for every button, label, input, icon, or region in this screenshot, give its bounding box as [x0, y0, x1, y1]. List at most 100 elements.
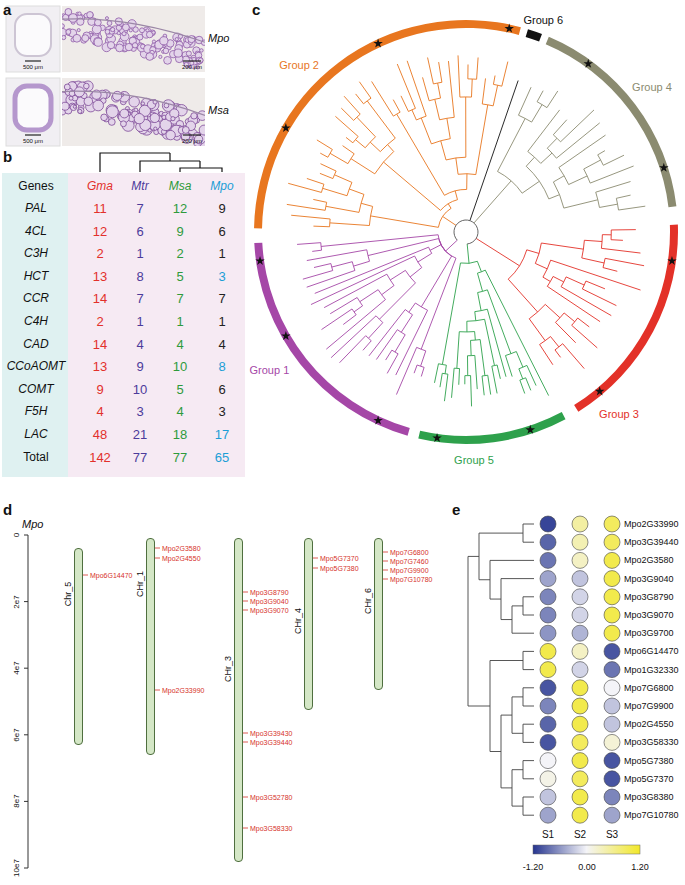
gene-leader: [83, 575, 88, 576]
tree-branch: [445, 365, 446, 374]
heatmap-cell: [540, 716, 556, 732]
tree-branch: [543, 277, 550, 281]
position-axis: [28, 535, 29, 868]
table-cell: 1: [218, 247, 225, 260]
plant-cell: [129, 97, 140, 108]
tree-branch: [535, 263, 547, 268]
group-ring: [254, 243, 409, 436]
table-cell: 14: [93, 337, 107, 350]
tree-branch: [502, 62, 508, 87]
gene-leader: [313, 558, 318, 559]
table-cell: 9: [96, 382, 103, 395]
table-cell: 6: [218, 382, 225, 395]
tree-branch: [527, 365, 536, 385]
tree-branch: [415, 303, 427, 310]
tree-branch: [354, 306, 363, 312]
tree-branch: [605, 258, 644, 265]
tree-branch: [393, 100, 400, 113]
tree-branch: [329, 219, 331, 227]
heatmap-cell: [604, 753, 620, 769]
tree-branch: [474, 181, 511, 223]
table-cell: 6: [218, 224, 225, 237]
group-ring: [254, 20, 521, 228]
tree-branch: [561, 110, 594, 142]
tree-branch: [393, 112, 400, 116]
support-star: [595, 386, 605, 395]
table-cell: 1: [218, 315, 225, 328]
plant-cell: [82, 35, 89, 42]
gene-locus: Mpo2G4550: [162, 555, 201, 562]
plant-cell: [69, 96, 73, 100]
plant-cell: [132, 43, 137, 48]
cluster-branch: [512, 606, 534, 633]
tree-branch: [349, 189, 364, 194]
tree-branch: [366, 336, 372, 341]
gene-name: Mpo3G58330: [624, 738, 679, 747]
tree-branch: [582, 289, 616, 306]
gene-leader: [243, 742, 248, 743]
tree-branch: [442, 373, 448, 375]
tree-branch: [314, 264, 331, 268]
plant-cell: [116, 44, 124, 52]
tree-branch: [351, 159, 375, 174]
panel-letter: d: [3, 502, 12, 517]
tree-branch: [553, 182, 563, 208]
micrograph-background: [62, 78, 205, 146]
tree-branch: [598, 151, 605, 155]
heatmap-cell: [540, 662, 556, 678]
plant-cell: [66, 29, 71, 34]
axis-tick: 8e7: [13, 795, 21, 808]
tree-branch: [361, 203, 373, 206]
plant-cell: [117, 31, 120, 34]
table-cell: 4: [136, 337, 143, 350]
cluster-branch: [512, 697, 523, 733]
plant-cell: [141, 102, 144, 105]
tree-branch: [333, 171, 336, 179]
tree-branch: [435, 99, 440, 119]
support-star: [526, 425, 536, 434]
tree-branch: [446, 157, 466, 160]
gene-leader: [313, 568, 318, 569]
scale-bar-label: 500 μm: [23, 64, 43, 70]
gene-name: Mpo3G8790: [624, 592, 674, 601]
cluster-branch: [468, 556, 490, 706]
tree-branch: [601, 235, 603, 249]
heatmap-cell: [604, 516, 620, 532]
heatmap-cell: [540, 625, 556, 641]
tree-branch: [446, 240, 458, 251]
support-star: [373, 38, 383, 47]
scale-bar: [183, 60, 201, 61]
tree-branch: [598, 155, 604, 165]
plant-cell: [73, 34, 81, 42]
heatmap-cell: [604, 789, 620, 805]
scale-bar-label: 200 μm: [182, 64, 202, 70]
table-cell: 77: [133, 450, 147, 463]
tree-branch: [367, 101, 395, 138]
tree-branch: [602, 234, 611, 235]
micrograph-background: [6, 6, 60, 72]
tree-branch: [321, 184, 323, 192]
tree-branch: [555, 350, 561, 357]
tree-branch: [421, 258, 456, 349]
axis-tick: 4e7: [13, 662, 21, 675]
species-label: Mpo: [22, 519, 43, 530]
gene-name: Mpo2G3580: [624, 556, 674, 565]
table-cell: 3: [136, 405, 143, 418]
tree-branch: [455, 191, 457, 200]
tree-branch: [564, 313, 575, 322]
tree-branch: [414, 365, 417, 373]
tissue-layer: [62, 91, 205, 115]
tree-branch: [431, 139, 450, 144]
tree-branch: [430, 245, 441, 251]
tree-branch: [321, 235, 438, 247]
plant-cell: [78, 109, 82, 113]
tree-branch: [439, 62, 442, 82]
heatmap-cell: [572, 589, 588, 605]
plant-cell: [159, 55, 162, 58]
table-cell: 21: [133, 428, 147, 441]
tree-branch: [313, 199, 326, 202]
tree-branch: [616, 198, 618, 210]
table-cell: 4: [176, 337, 183, 350]
tree-branch: [485, 319, 495, 365]
heatmap-cell: [540, 534, 556, 550]
